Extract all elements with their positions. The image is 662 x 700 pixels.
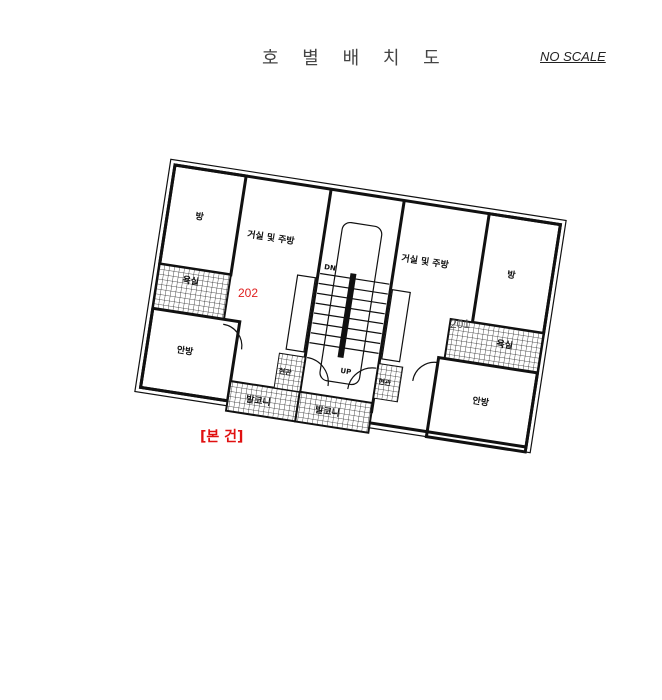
label-master-left: 안방 <box>176 344 195 359</box>
label-living-right: 거실 및 주방 <box>401 252 451 271</box>
label-living-left: 거실 및 주방 <box>246 228 296 247</box>
label-room-left: 방 <box>195 210 206 223</box>
stair-up: UP <box>340 367 352 377</box>
unit-202-label: 202 <box>238 286 258 300</box>
master-left <box>138 306 242 403</box>
label-balcony-left: 발코니 <box>245 393 271 409</box>
label-bath-right: 욕실 <box>496 337 514 351</box>
subject-unit-caption: [본 건] <box>200 429 244 445</box>
label-balcony-right: 발코니 <box>314 403 340 419</box>
entry-left <box>273 352 306 393</box>
door-arc <box>223 323 243 350</box>
page-title: 호 별 배 치 도 <box>262 48 449 69</box>
label-room-right: 방 <box>506 268 517 281</box>
label-master-right: 안방 <box>472 394 491 409</box>
label-entry-left: 현관 <box>278 366 293 377</box>
stair-dn: DN <box>324 263 337 273</box>
label-entry-right: 현관 <box>378 377 393 388</box>
balcony-right <box>294 390 375 434</box>
entry-right <box>373 362 404 403</box>
kitchen-counter-right <box>381 289 411 363</box>
room-right <box>470 211 563 336</box>
unit-201-label: 201 <box>450 317 470 331</box>
kitchen-counter-left <box>285 274 317 353</box>
master-right <box>424 355 540 454</box>
label-bath-left: 욕실 <box>182 274 200 288</box>
scale-note: NO SCALE <box>540 49 606 64</box>
